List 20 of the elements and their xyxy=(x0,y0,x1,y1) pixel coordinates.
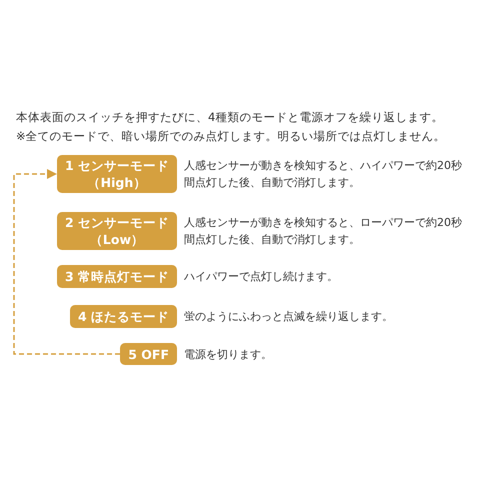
mode-label: 3 常時点灯モード xyxy=(64,268,169,285)
mode-label: 2 センサーモード xyxy=(64,214,169,231)
mode-label: 5 OFF xyxy=(128,346,169,362)
note-text: 本体表面のスイッチを押すたびに、4種類のモードと電源オフを繰り返します。 xyxy=(16,110,444,125)
dashed-arrow xyxy=(13,169,120,355)
mode-description: 蛍のようにふわっと点滅を繰り返します。 xyxy=(184,309,394,325)
mode-description: 人感センサーが動きを検知すると、ローパワーで約20秒間点灯した後、自動で消灯します。 xyxy=(184,215,463,248)
mode-box xyxy=(70,305,177,328)
mode-box xyxy=(56,265,177,288)
mode-description: 人感センサーが動きを検知すると、ハイパワーで約20秒間点灯した後、自動で消灯します。 xyxy=(184,158,463,191)
mode-label: 4 ほたるモード xyxy=(78,308,169,325)
mode-box xyxy=(56,212,177,250)
mode-label: （High） xyxy=(88,174,146,191)
mode-box xyxy=(56,155,177,193)
mode-label: （Low） xyxy=(90,231,144,248)
note-text: ※全てのモードで、暗い場所でのみ点灯します。明るい場所では点灯しません。 xyxy=(16,129,446,144)
mode-description: 電源を切ります。 xyxy=(184,346,273,362)
mode-box xyxy=(120,343,177,365)
mode-description: ハイパワーで点灯し続けます。 xyxy=(184,269,339,285)
mode-label: 1 センサーモード xyxy=(64,157,169,174)
